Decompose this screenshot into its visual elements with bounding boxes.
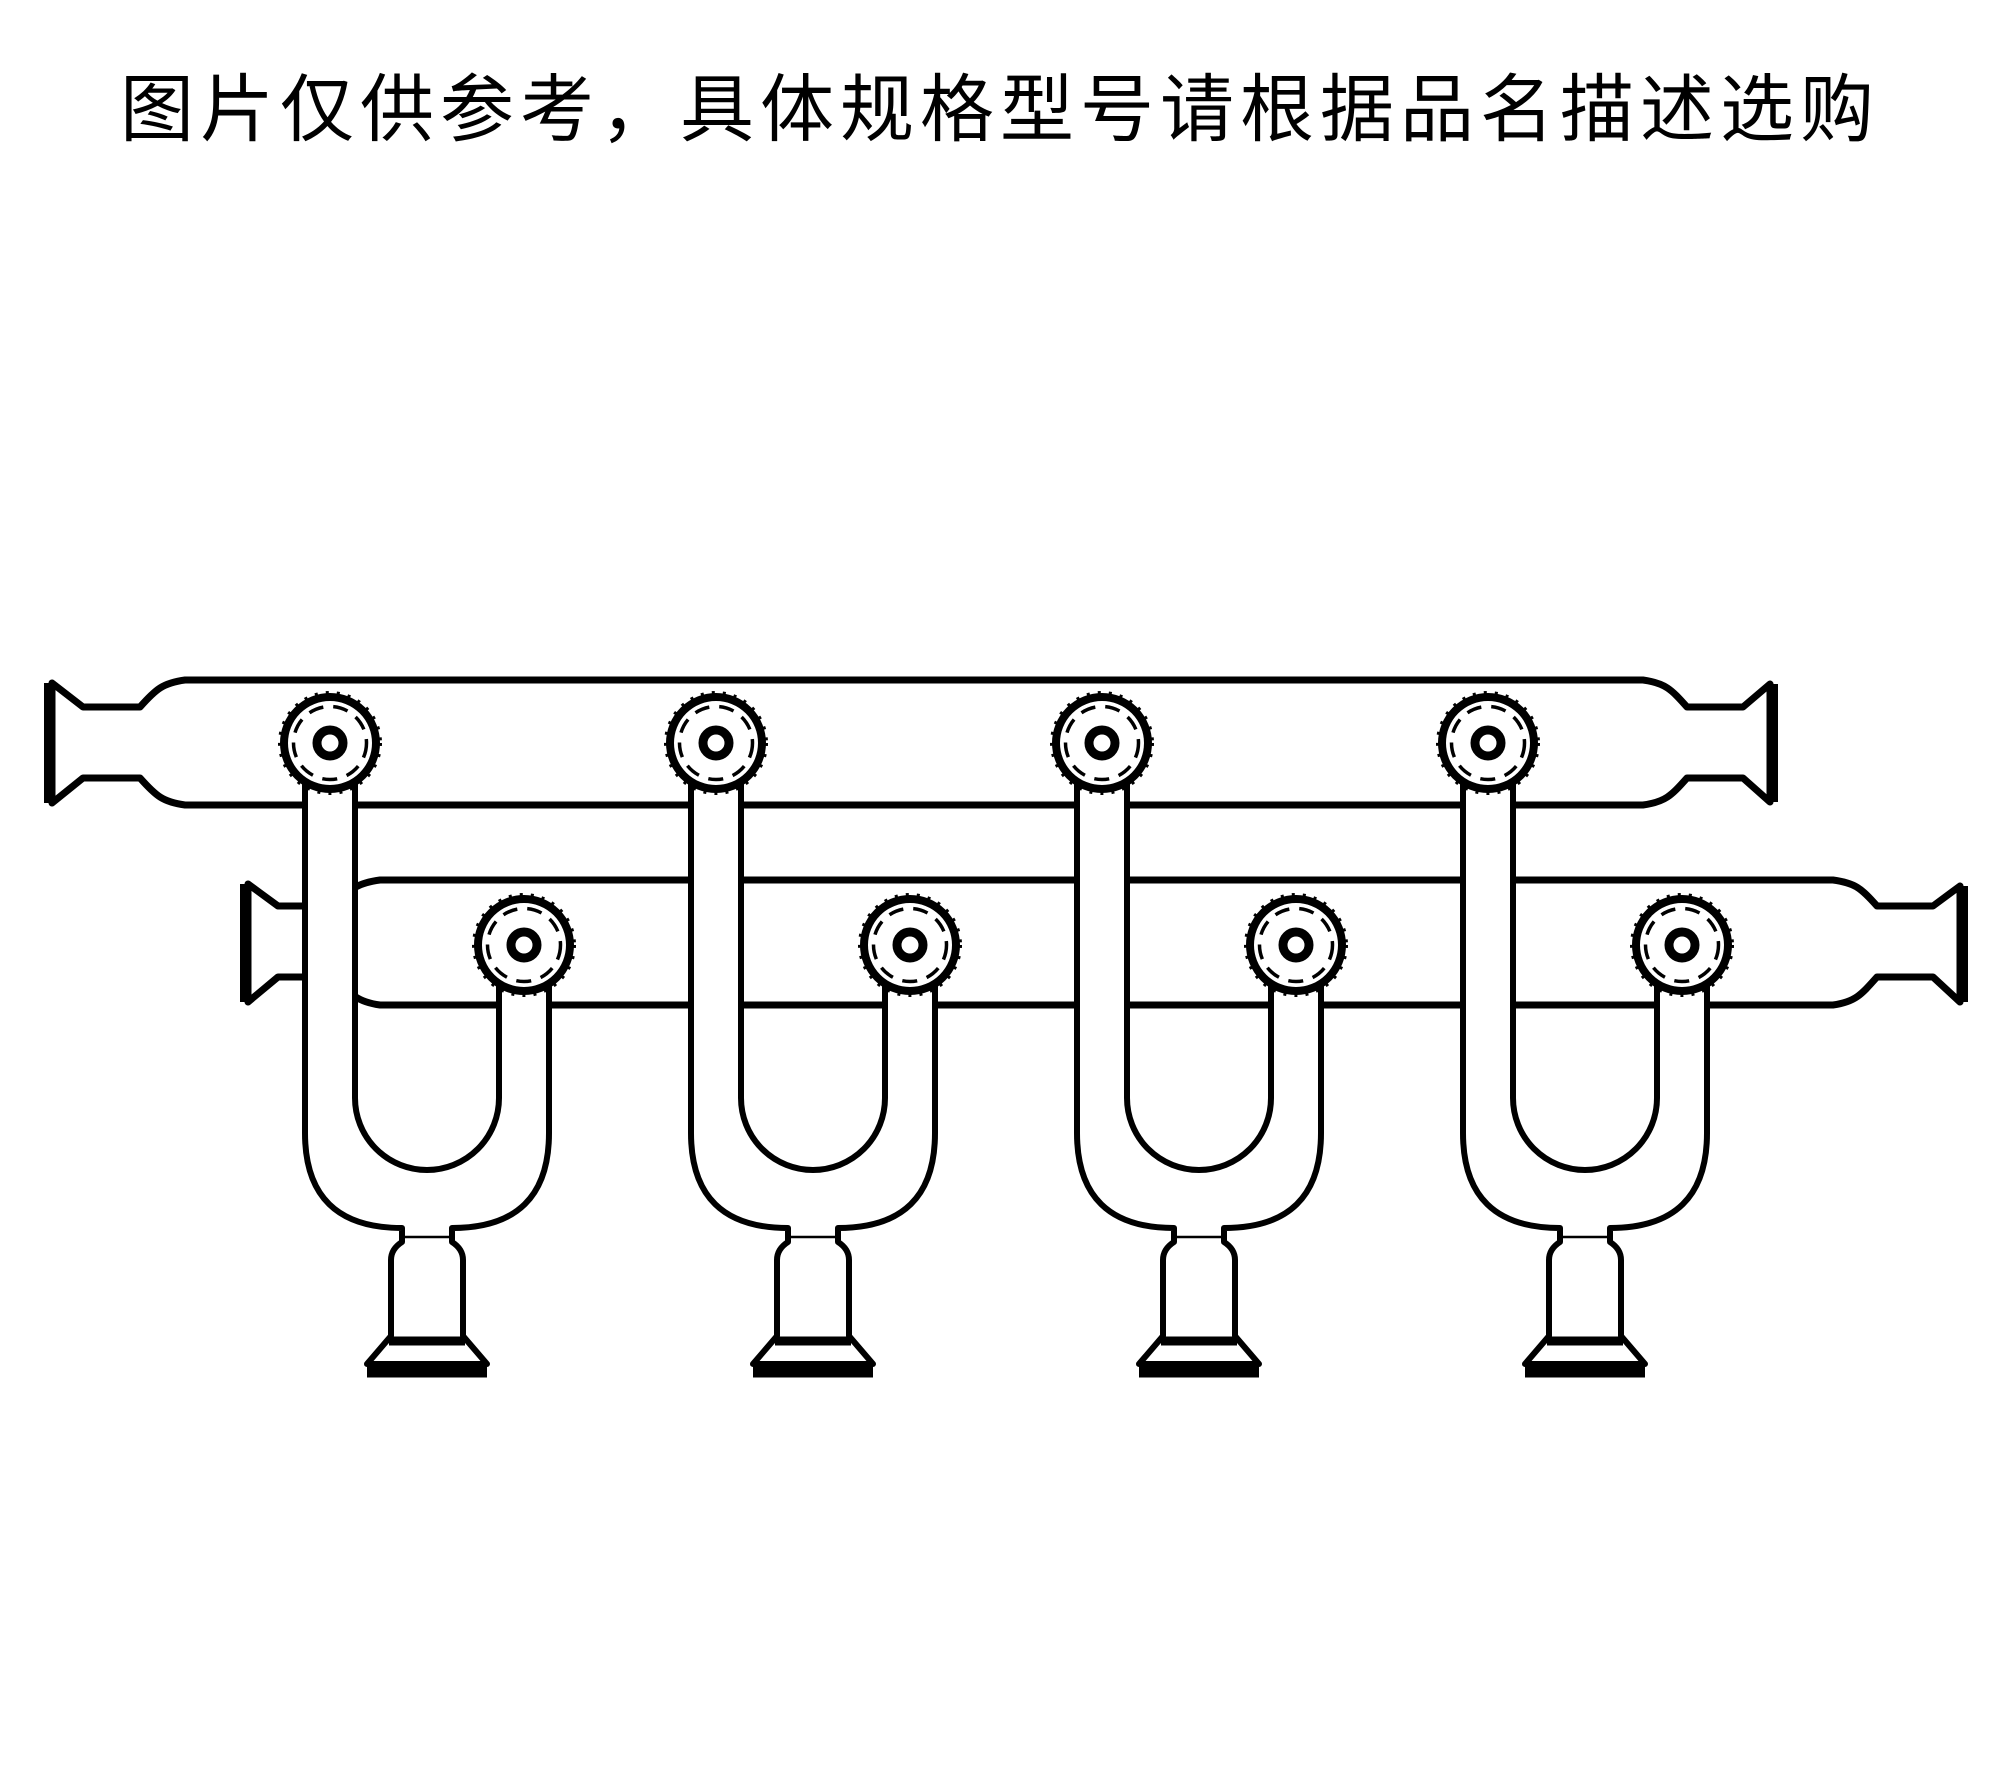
- stopcock-top-2-plug-core: [698, 725, 734, 761]
- stopcock-bottom-1-knurl-ring: [472, 893, 576, 997]
- stopcock-top-2-knurl-ring: [664, 691, 768, 795]
- drop-assembly-2-tube: [688, 762, 938, 1367]
- stopcock-top-4-plug-core: [1470, 725, 1506, 761]
- stopcock-top-4-knurl-ring: [1436, 691, 1540, 795]
- stopcock-top-1: [278, 691, 382, 795]
- stopcock-bottom-2-plug-core: [892, 927, 928, 963]
- stopcock-top-4-dashed-ring: [1449, 704, 1527, 782]
- stopcock-bottom-3-plug-core: [1278, 927, 1314, 963]
- top-manifold-tube: [44, 676, 1778, 809]
- stopcock-bottom-4-dashed-ring: [1643, 906, 1721, 984]
- stopcock-top-3-knurl-ring: [1050, 691, 1154, 795]
- stopcock-top-3-dashed-ring: [1063, 704, 1141, 782]
- top-manifold-tube-body: [48, 676, 1774, 809]
- drop-assembly-4-tube: [1460, 762, 1710, 1367]
- stopcock-bottom-1-dashed-ring: [485, 906, 563, 984]
- drop-assembly-1-tube: [302, 762, 552, 1367]
- stopcock-top-1-knurl-ring: [278, 691, 382, 795]
- stopcock-bottom-3: [1244, 893, 1348, 997]
- stopcock-bottom-2-dashed-ring: [871, 906, 949, 984]
- stopcock-bottom-1: [472, 893, 576, 997]
- stopcock-bottom-3-knurl-ring: [1244, 893, 1348, 997]
- stopcock-bottom-4-plug-core: [1664, 927, 1700, 963]
- stopcock-bottom-2-knurl-ring: [858, 893, 962, 997]
- stopcock-bottom-2: [858, 893, 962, 997]
- stopcock-bottom-4: [1630, 893, 1734, 997]
- drop-assembly-3-tube: [1074, 762, 1324, 1367]
- stopcock-bottom-1-plug-core: [506, 927, 542, 963]
- drop-assembly-2: [688, 762, 938, 1378]
- stopcock-top-3: [1050, 691, 1154, 795]
- drop-assembly-1: [302, 762, 552, 1378]
- disclaimer-text: 图片仅供参考，具体规格型号请根据品名描述选购: [120, 68, 1880, 151]
- stopcock-bottom-4-knurl-ring: [1630, 893, 1734, 997]
- stopcock-top-1-plug-core: [312, 725, 348, 761]
- stopcock-top-2: [664, 691, 768, 795]
- stopcock-top-1-dashed-ring: [291, 704, 369, 782]
- drop-assembly-3: [1074, 762, 1324, 1378]
- stopcock-bottom-3-dashed-ring: [1257, 906, 1335, 984]
- stopcock-top-4: [1436, 691, 1540, 795]
- stopcock-top-3-plug-core: [1084, 725, 1120, 761]
- stopcock-top-2-dashed-ring: [677, 704, 755, 782]
- drop-assembly-4: [1460, 762, 1710, 1378]
